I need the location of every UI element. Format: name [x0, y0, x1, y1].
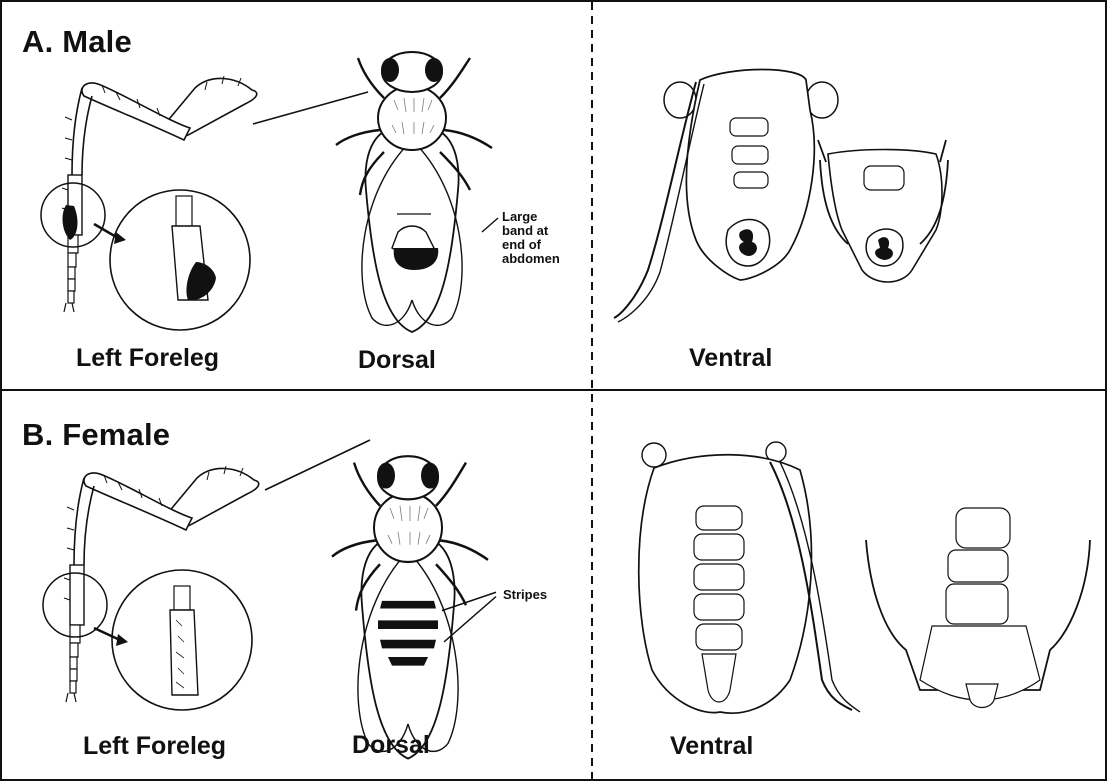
label-dorsal-female: Dorsal: [352, 731, 430, 760]
female-dorsal-fly-drawing: [332, 456, 496, 758]
panel-title-female: B. Female: [22, 417, 170, 453]
callout-line: band at: [502, 224, 560, 238]
callout-large-band: Large band at end of abdomen: [502, 210, 560, 266]
female-ventral-drawing: [639, 442, 1090, 713]
male-foreleg-drawing: [41, 76, 257, 330]
female-foreleg-drawing: [43, 466, 259, 710]
callout-line: Stripes: [503, 588, 547, 602]
label-dorsal-male: Dorsal: [358, 346, 436, 375]
callout-line: Large: [502, 210, 560, 224]
label-left-foreleg-female: Left Foreleg: [83, 732, 226, 761]
label-ventral-female: Ventral: [670, 732, 753, 761]
callout-line: end of: [502, 238, 560, 252]
callout-line: abdomen: [502, 252, 560, 266]
label-ventral-male: Ventral: [689, 344, 772, 373]
callout-stripes: Stripes: [503, 588, 547, 602]
male-ventral-drawing: [614, 70, 948, 323]
panel-title-male: A. Male: [22, 24, 132, 60]
label-left-foreleg-male: Left Foreleg: [76, 344, 219, 373]
